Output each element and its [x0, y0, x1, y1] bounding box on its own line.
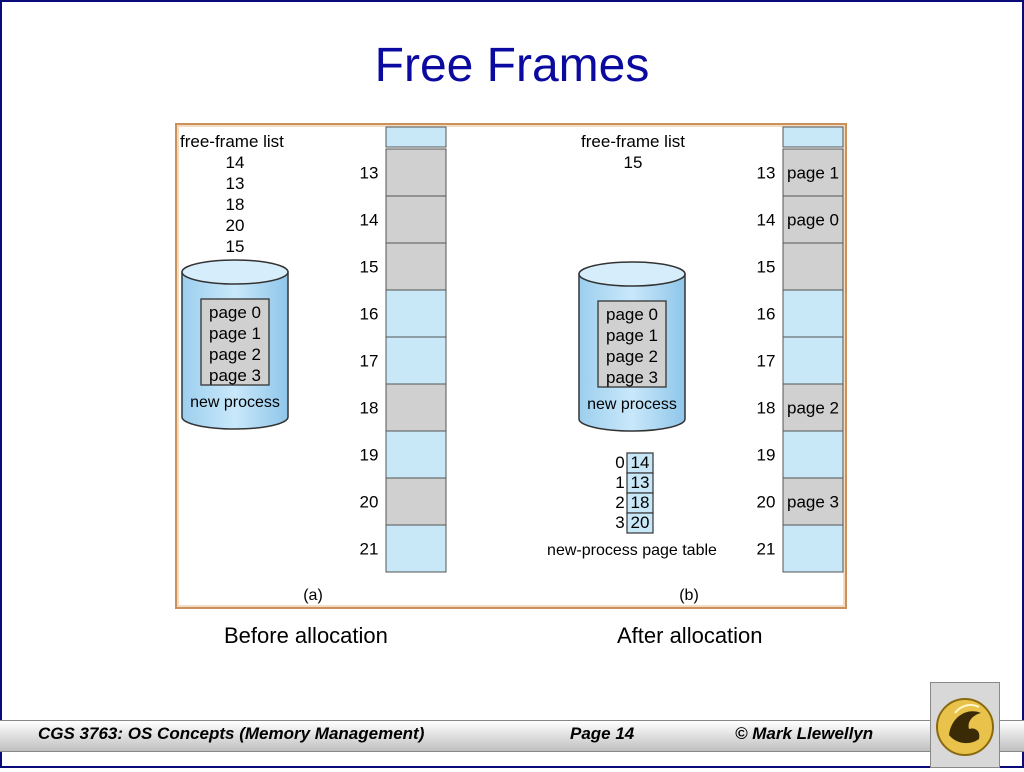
free-frame-list-b-item: 15: [624, 153, 643, 172]
disk-a-label: new process: [190, 394, 280, 411]
disk-b-top: [578, 261, 686, 287]
memory-b-frame-number: 21: [757, 540, 776, 559]
memory-a-frame: [385, 336, 447, 385]
disk-b-page: page 0: [606, 305, 658, 324]
free-frame-list-a-item: 18: [226, 195, 245, 214]
free-frame-list-a-item: 15: [226, 237, 245, 256]
footer-bar: [0, 720, 1024, 752]
slide-title: Free Frames: [374, 39, 650, 92]
disk-a-page: page 1: [209, 324, 261, 343]
memory-a-frame-number: 20: [360, 493, 379, 512]
physical-memory-a: 13 14 15 16 17 18 19 20 21: [360, 126, 447, 573]
memory-b-frame-number: 14: [757, 211, 776, 230]
disk-a-page: page 2: [209, 345, 261, 364]
memory-a-frame-number: 18: [360, 399, 379, 418]
free-frame-list-a-item: 13: [226, 174, 245, 193]
memory-b-frame-label: page 2: [787, 399, 839, 418]
memory-a-frame-top: [385, 126, 447, 148]
free-frame-list-b: 15: [624, 153, 643, 172]
memory-b-frame: [782, 383, 844, 432]
page-table-index: 0: [615, 453, 624, 472]
disk-b-page: page 1: [606, 326, 658, 345]
disk-b-pages: page 0 page 1 page 2 page 3: [606, 305, 658, 387]
memory-b-frame: [782, 148, 844, 197]
disk-b-page: page 2: [606, 347, 658, 366]
memory-b-frame-label: page 0: [787, 211, 839, 230]
new-process-page-table: 0 14 1 13 2 18 3 20: [615, 452, 654, 534]
footer-page: Page 14: [570, 724, 635, 743]
memory-a-frame: [385, 383, 447, 432]
memory-b-frame: [782, 242, 844, 291]
disk-b-page: page 3: [606, 368, 658, 387]
pegasus-logo-icon: [936, 698, 994, 756]
memory-b-frame-label: page 1: [787, 164, 839, 183]
memory-b-frame-number: 20: [757, 493, 776, 512]
memory-b-frame: [782, 524, 844, 573]
memory-a-frame-number: 16: [360, 305, 379, 324]
page-table-frame: 14: [631, 453, 650, 472]
free-frame-list-a: 14 13 18 20 15: [226, 153, 245, 256]
caption-after: After allocation: [617, 623, 763, 648]
page-table-frame: 20: [631, 513, 650, 532]
footer-course: CGS 3763: OS Concepts (Memory Management…: [38, 724, 425, 743]
memory-b-frame-top: [782, 126, 844, 148]
disk-a-page: page 0: [209, 303, 261, 322]
panel-b-label: (b): [679, 587, 699, 604]
page-table-frame: 18: [631, 493, 650, 512]
free-frame-list-title-b: free-frame list: [581, 132, 685, 151]
page-table-index: 1: [615, 473, 624, 492]
memory-b-frame: [782, 477, 844, 526]
disk-a-page: page 3: [209, 366, 261, 385]
memory-b-frame: [782, 289, 844, 338]
memory-a-frame: [385, 289, 447, 338]
memory-b-frame-number: 18: [757, 399, 776, 418]
memory-a-frame: [385, 195, 447, 244]
memory-a-frame: [385, 477, 447, 526]
physical-memory-b: 13 page 1 14 page 0 15 16 17 18 page 2 19 20 page 3…: [757, 126, 844, 573]
free-frame-list-a-item: 20: [226, 216, 245, 235]
memory-b-frame-number: 16: [757, 305, 776, 324]
memory-b-frame-number: 13: [757, 164, 776, 183]
memory-b-frame-label: page 3: [787, 493, 839, 512]
memory-b-frame-number: 19: [757, 446, 776, 465]
disk-a-pages-box: [200, 298, 270, 386]
disk-a-pages: page 0 page 1 page 2 page 3: [209, 303, 261, 385]
memory-a-frame-number: 21: [360, 540, 379, 559]
footer-author: © Mark Llewellyn: [735, 724, 874, 743]
page-table-frame: 13: [631, 473, 650, 492]
page-table-label: new-process page table: [547, 542, 717, 559]
free-frame-list-title-a: free-frame list: [180, 132, 284, 151]
memory-a-frame: [385, 148, 447, 197]
page-table-index: 2: [615, 493, 624, 512]
memory-a-frame-number: 13: [360, 164, 379, 183]
memory-b-frame: [782, 430, 844, 479]
disk-a-top: [181, 259, 289, 285]
disk-a: page 0 page 1 page 2 page 3 new process: [181, 259, 289, 430]
panel-a-label: (a): [303, 587, 323, 604]
memory-a-frame: [385, 430, 447, 479]
footer: CGS 3763: OS Concepts (Memory Management…: [0, 700, 1024, 768]
disk-b-pages-box: [597, 300, 667, 388]
memory-a-frame: [385, 242, 447, 291]
memory-a-frame-number: 17: [360, 352, 379, 371]
memory-b-frame-number: 17: [757, 352, 776, 371]
memory-a-frame-number: 19: [360, 446, 379, 465]
free-frame-list-a-item: 14: [226, 153, 245, 172]
disk-b: page 0 page 1 page 2 page 3 new process: [578, 261, 686, 432]
memory-a-frame: [385, 524, 447, 573]
memory-a-frame-number: 14: [360, 211, 379, 230]
memory-b-frame: [782, 336, 844, 385]
page-table-index: 3: [615, 513, 624, 532]
disk-b-label: new process: [587, 396, 677, 413]
memory-b-frame-number: 15: [757, 258, 776, 277]
logo: [930, 682, 1000, 768]
caption-before: Before allocation: [224, 623, 388, 648]
page-table-entry: [626, 512, 654, 534]
memory-a-frame-number: 15: [360, 258, 379, 277]
